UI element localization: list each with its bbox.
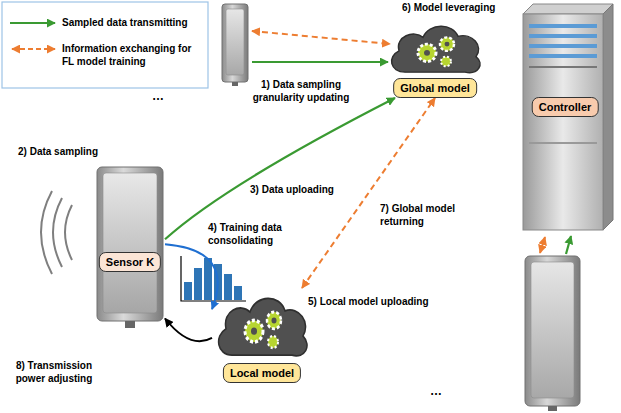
annotation-label: … — [152, 90, 164, 103]
cloud-icon — [385, 18, 485, 76]
annotation-label: 2) Data sampling — [18, 146, 98, 159]
server-icon — [515, 2, 615, 232]
signal-waves — [41, 191, 72, 274]
connector-arrow — [165, 98, 395, 239]
legend-text: Sampled data transmitting — [62, 17, 202, 30]
cloud-icon — [212, 288, 312, 360]
node-label: Controller — [532, 97, 599, 117]
info-exchange-arrow — [252, 31, 390, 44]
edge-label: 5) Local model uploading — [308, 296, 429, 309]
histogram — [181, 256, 246, 301]
global-model-cloud: Global model — [385, 18, 485, 98]
annotation-label: 6) Model leveraging — [402, 2, 495, 15]
sensor-device — [222, 4, 248, 86]
sensor-node: Sensor K — [95, 165, 165, 330]
connector-arrow — [165, 319, 212, 342]
data-transmit-arrow — [566, 236, 571, 254]
edge-label: 3) Data uploading — [250, 184, 334, 197]
controller-server: Controller — [515, 2, 615, 232]
sensor-device — [95, 165, 165, 330]
local-model-cloud: Local model — [212, 288, 312, 384]
edge-label: 4) Training data consolidating — [208, 222, 308, 247]
annotation-label: 7) Global model returning — [380, 203, 476, 228]
node-label: Local model — [223, 363, 301, 383]
annotation-label: … — [430, 385, 442, 398]
legend-box — [2, 2, 208, 88]
node-label: Global model — [393, 78, 477, 98]
legend-sample-dashed — [12, 48, 55, 50]
connector-arrow — [165, 244, 218, 309]
annotation-label: 1) Data sampling granularity updating — [240, 79, 362, 104]
node-label: Sensor K — [99, 252, 161, 272]
edge-label: 8) Transmission power adjusting — [4, 360, 104, 385]
legend-text: Information exchanging for FL model trai… — [62, 43, 202, 68]
legend-sample-solid — [10, 22, 55, 24]
data-transmit-arrow — [252, 61, 388, 63]
info-exchange-arrow — [540, 237, 545, 253]
sensor-device — [525, 256, 580, 411]
